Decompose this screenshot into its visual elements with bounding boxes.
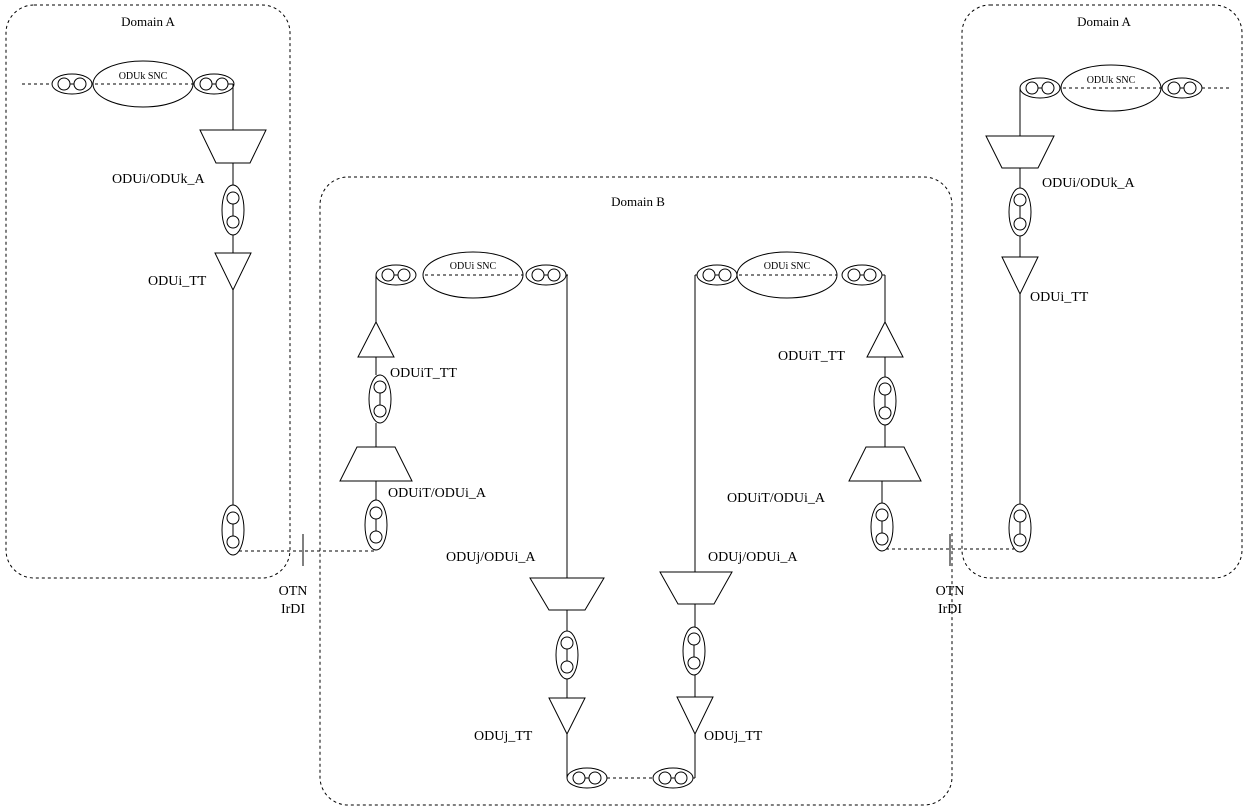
right-tt-triangle (1001, 256, 1039, 296)
left-irdi-termination-point (221, 504, 245, 556)
b-right-tcm-termination-point (873, 376, 897, 426)
b-left-odj-termination-point (555, 630, 579, 680)
right-odu-k-snc (1019, 64, 1232, 112)
domain-b-title: Domain B (611, 194, 665, 209)
b-left-tcm-adapt-label: ODUiT/ODUi_A (388, 486, 487, 501)
right-adaptation-trapezoid (985, 135, 1055, 169)
right-irdi-label-line2: IrDI (938, 602, 962, 617)
b-right-odj-termination-point (682, 626, 706, 676)
b-bottom-link (566, 767, 694, 789)
right-snc-label: ODUk SNC (1087, 75, 1136, 86)
b-left-tcm-tt-triangle (357, 320, 395, 358)
b-left-irdi-termination-point (364, 499, 388, 551)
right-termination-point (1008, 187, 1032, 237)
left-adapt-label: ODUi/ODUk_A (112, 172, 205, 187)
domain-b-boundary (319, 176, 953, 806)
b-right-odj-adapt-trapezoid (659, 571, 733, 605)
right-irdi-label-line1: OTN (936, 584, 965, 599)
domain-a-right-title: Domain A (1077, 14, 1131, 29)
left-snc-label: ODUk SNC (119, 71, 168, 82)
b-right-odj-tt-label: ODUj_TT (704, 729, 763, 744)
left-adaptation-trapezoid (199, 129, 267, 164)
b-right-tcm-adapt-trapezoid (848, 446, 922, 482)
b-left-odj-adapt-trapezoid (529, 577, 605, 611)
b-left-odj-tt-label: ODUj_TT (474, 729, 533, 744)
b-right-odj-tt-triangle (676, 696, 714, 736)
left-tt-label: ODUi_TT (148, 274, 207, 289)
b-left-tcm-adapt-trapezoid (339, 446, 413, 482)
right-irdi-termination-point (1008, 503, 1032, 553)
left-termination-point (221, 184, 245, 236)
b-right-tcm-tt-label: ODUiT_TT (778, 349, 845, 364)
b-right-tcm-adapt-label: ODUiT/ODUi_A (727, 491, 826, 506)
domain-a-left-boundary (5, 4, 291, 579)
b-right-tcm-tt-triangle (866, 320, 904, 358)
right-tt-label: ODUi_TT (1030, 290, 1089, 305)
domain-a-left-title: Domain A (121, 14, 175, 29)
left-odu-k-snc (22, 60, 235, 108)
b-right-irdi-termination-point (870, 502, 894, 552)
b-left-snc-label: ODUi SNC (450, 261, 497, 272)
left-irdi-label-line1: OTN (279, 584, 308, 599)
left-irdi-label-line2: IrDI (281, 602, 305, 617)
b-left-odj-tt-triangle (548, 697, 586, 736)
right-adapt-label: ODUi/ODUk_A (1042, 176, 1135, 191)
b-left-tcm-termination-point (368, 374, 392, 424)
b-right-snc-label: ODUi SNC (764, 261, 811, 272)
b-right-odu-i-snc (696, 251, 883, 299)
b-right-odj-adapt-label: ODUj/ODUi_A (708, 550, 798, 565)
left-tt-triangle (214, 252, 252, 292)
b-left-odj-adapt-label: ODUj/ODUi_A (446, 550, 536, 565)
b-left-tcm-tt-label: ODUiT_TT (390, 366, 457, 381)
b-left-odu-i-snc (375, 251, 567, 299)
